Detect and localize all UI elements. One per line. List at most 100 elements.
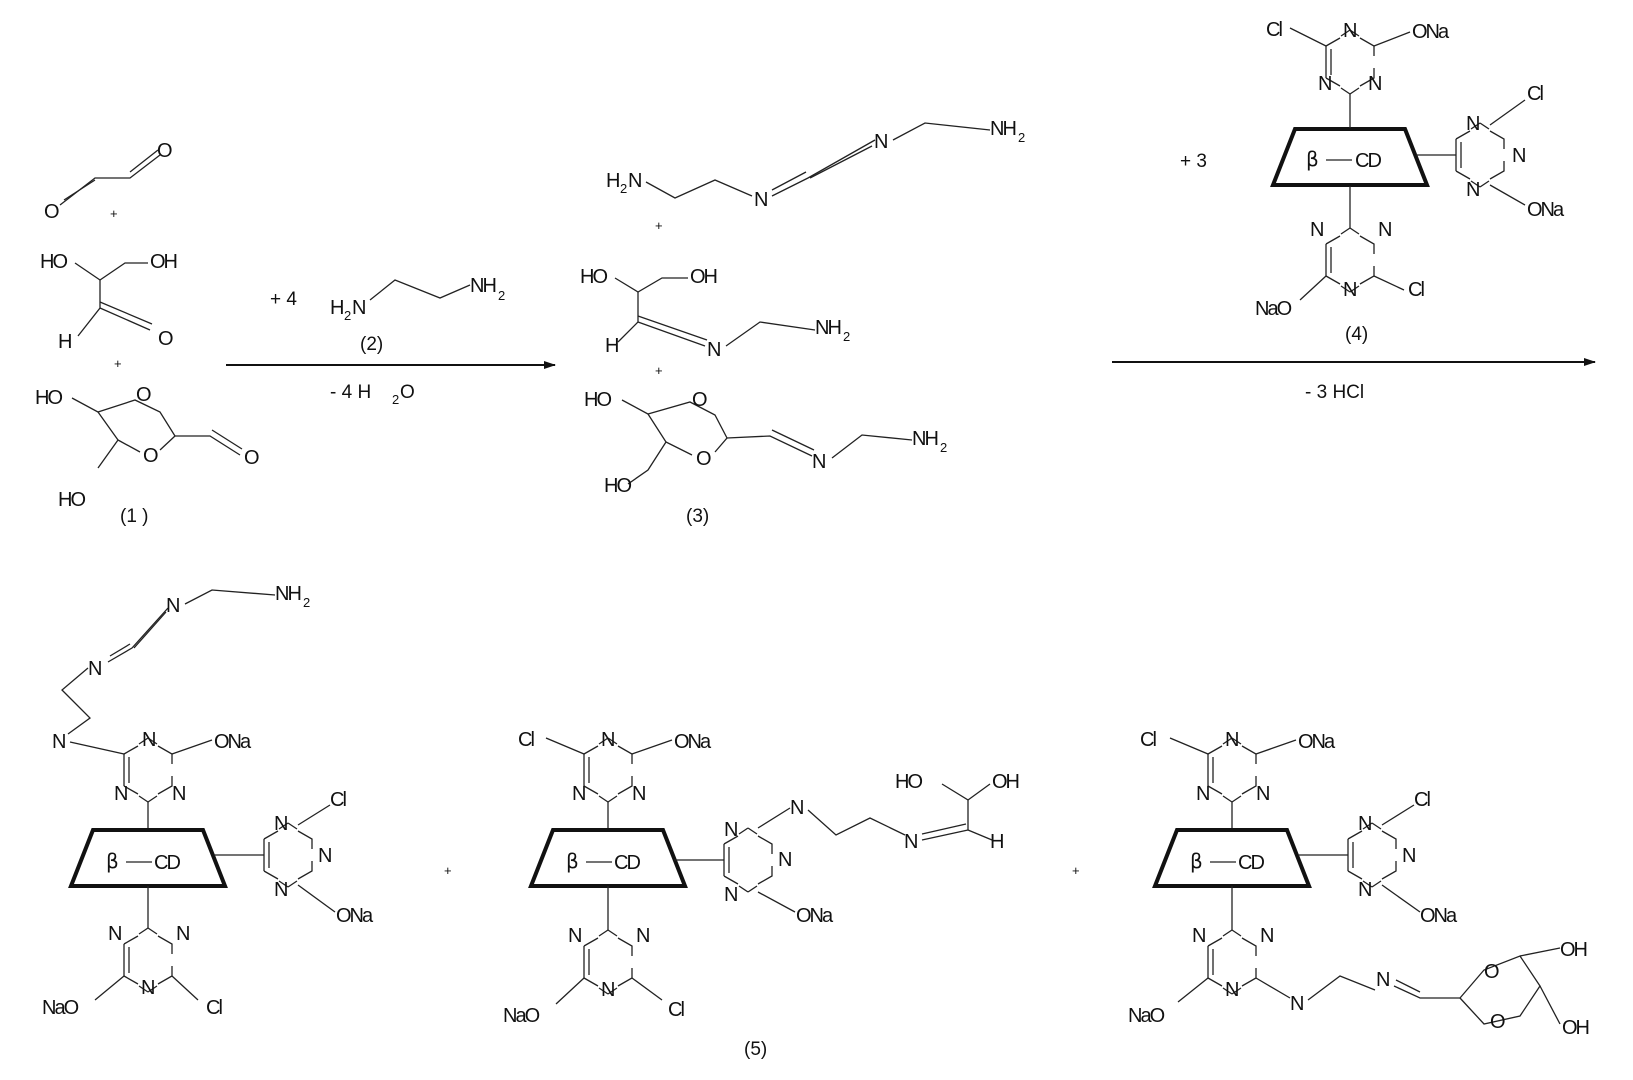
atom-NH: NH bbox=[275, 583, 300, 605]
atom-N: N bbox=[778, 849, 791, 871]
atom-N: N bbox=[572, 783, 585, 805]
atom-N: N bbox=[114, 783, 127, 805]
atom-H: H bbox=[58, 331, 71, 353]
atom-Cl: Cl bbox=[668, 999, 684, 1021]
product-c: N N N Cl ONa β CD N N N Cl ONa N N N NaO… bbox=[1128, 729, 1591, 1039]
compound-label-5: (5) bbox=[744, 1039, 767, 1060]
atom-O: O bbox=[244, 447, 259, 469]
triazine-ring bbox=[1347, 822, 1397, 888]
atom-N: N bbox=[52, 731, 65, 753]
atom-N: N bbox=[724, 819, 737, 841]
atom-N: N bbox=[1310, 219, 1323, 241]
atom-H: H bbox=[605, 335, 618, 357]
atom-N: N bbox=[166, 595, 179, 617]
byproduct-text: - 4 H bbox=[330, 382, 371, 403]
subscript-2: 2 bbox=[392, 392, 399, 407]
atom-H: H bbox=[330, 297, 343, 319]
atom-N: N bbox=[1466, 113, 1479, 135]
atom-ONa: ONa bbox=[214, 731, 252, 753]
atom-Cl: Cl bbox=[1414, 789, 1430, 811]
atom-O: O bbox=[157, 140, 172, 162]
atom-N: N bbox=[1290, 993, 1303, 1015]
atom-N: N bbox=[142, 729, 155, 751]
atom-N: N bbox=[1368, 73, 1381, 95]
compound-3: H 2 N N N NH 2 + HO OH H N NH 2 + HO O O bbox=[580, 118, 1025, 497]
atom-O: O bbox=[158, 328, 173, 350]
atom-N: N bbox=[790, 797, 803, 819]
atom-N: N bbox=[812, 451, 825, 473]
beta-cyclodextrin bbox=[69, 828, 227, 888]
cd-label: CD bbox=[1355, 150, 1381, 172]
atom-N: N bbox=[141, 977, 154, 999]
atom-N: N bbox=[601, 729, 614, 751]
atom-HO: HO bbox=[580, 266, 607, 288]
atom-N: N bbox=[108, 923, 121, 945]
atom-HO: HO bbox=[40, 251, 67, 273]
atom-Cl: Cl bbox=[1266, 19, 1282, 41]
dioxolane-aldehyde-molecule: HO O O O HO bbox=[35, 384, 261, 511]
compound-label-1: (1 ) bbox=[120, 506, 149, 527]
atom-NaO: NaO bbox=[1128, 1005, 1165, 1027]
subscript-2: 2 bbox=[620, 181, 627, 196]
cd-label: CD bbox=[1238, 852, 1264, 874]
reagent-ethylenediamine: + 4 H 2 N NH 2 (2) bbox=[270, 275, 505, 355]
compound-label-2: (2) bbox=[360, 334, 383, 355]
subscript-2: 2 bbox=[940, 440, 947, 455]
triazine-ring bbox=[263, 822, 313, 888]
atom-OH: OH bbox=[1562, 1017, 1589, 1039]
atom-N: N bbox=[88, 658, 101, 680]
cd-label: CD bbox=[154, 852, 180, 874]
atom-N: N bbox=[636, 925, 649, 947]
atom-O: O bbox=[1484, 961, 1499, 983]
atom-N: N bbox=[1318, 73, 1331, 95]
atom-OH: OH bbox=[1560, 939, 1587, 961]
atom-OH: OH bbox=[150, 251, 177, 273]
atom-Cl: Cl bbox=[1527, 83, 1543, 105]
atom-NH: NH bbox=[912, 428, 937, 450]
reagent-coefficient: + 4 bbox=[270, 289, 297, 310]
atom-Cl: Cl bbox=[206, 997, 222, 1019]
atom-OH: OH bbox=[690, 266, 717, 288]
cd-label: CD bbox=[614, 852, 640, 874]
atom-H: H bbox=[990, 831, 1003, 853]
subscript-2: 2 bbox=[843, 329, 850, 344]
compound-label-3: (3) bbox=[686, 506, 709, 527]
atom-N: N bbox=[628, 170, 641, 192]
atom-ONa: ONa bbox=[796, 905, 834, 927]
beta-symbol: β bbox=[106, 849, 119, 873]
atom-N: N bbox=[1343, 20, 1356, 42]
glyoxal-molecule: O O bbox=[44, 140, 174, 223]
atom-O: O bbox=[143, 445, 158, 467]
byproduct-O: O bbox=[400, 382, 415, 403]
beta-symbol: β bbox=[566, 849, 579, 873]
atom-N: N bbox=[176, 923, 189, 945]
product-a: N N N NH 2 N N N ONa β CD N N N Cl ONa bbox=[42, 583, 376, 1019]
atom-NH: NH bbox=[815, 317, 840, 339]
atom-N: N bbox=[352, 297, 365, 319]
atom-ONa: ONa bbox=[336, 905, 374, 927]
atom-ONa: ONa bbox=[1298, 731, 1336, 753]
atom-ONa: ONa bbox=[1527, 199, 1565, 221]
atom-Cl: Cl bbox=[330, 789, 346, 811]
atom-NH: NH bbox=[470, 275, 495, 297]
atom-N: N bbox=[172, 783, 185, 805]
atom-O: O bbox=[692, 389, 707, 411]
atom-NaO: NaO bbox=[503, 1005, 540, 1027]
atom-N: N bbox=[274, 879, 287, 901]
plus-sign: + bbox=[1072, 863, 1080, 878]
atom-N: N bbox=[1358, 813, 1371, 835]
atom-HO: HO bbox=[584, 389, 611, 411]
atom-N: N bbox=[1378, 219, 1391, 241]
atom-ONa: ONa bbox=[674, 731, 712, 753]
atom-N: N bbox=[1192, 925, 1205, 947]
atom-N: N bbox=[1196, 783, 1209, 805]
beta-cyclodextrin bbox=[1153, 828, 1311, 888]
atom-OH: OH bbox=[992, 771, 1019, 793]
atom-HO: HO bbox=[58, 489, 85, 511]
atom-N: N bbox=[568, 925, 581, 947]
atom-N: N bbox=[632, 783, 645, 805]
atom-N: N bbox=[1376, 969, 1389, 991]
atom-O: O bbox=[136, 384, 151, 406]
atom-HO: HO bbox=[35, 387, 62, 409]
